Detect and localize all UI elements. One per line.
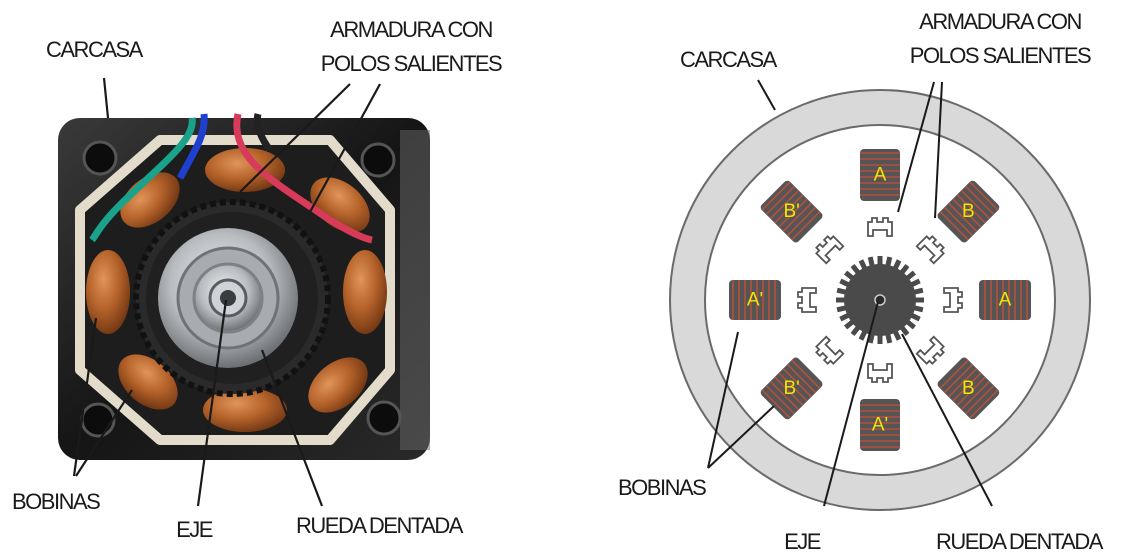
pole-shoe xyxy=(797,287,817,313)
diagram-label-eje: EJE xyxy=(784,529,821,554)
coil-upper-left: B' xyxy=(760,180,823,243)
coil-lower-right: B xyxy=(937,357,1000,420)
coil-label: B xyxy=(962,378,975,399)
diagram-shaft xyxy=(874,294,886,306)
coil-label: A xyxy=(999,290,1012,311)
rotor-tooth xyxy=(914,297,924,303)
rotor-tooth xyxy=(877,334,883,344)
screw-icon xyxy=(82,140,118,176)
coil-upper-right: B xyxy=(937,180,1000,243)
coil-label: A' xyxy=(747,290,763,311)
pole-shoe xyxy=(815,235,845,265)
coil-right: A xyxy=(979,280,1031,320)
photo-label-bobinas: BOBINAS xyxy=(12,489,101,514)
coil-bottom: A' xyxy=(860,399,900,451)
pole-shoe xyxy=(915,235,945,265)
coil-label: A xyxy=(874,165,887,186)
rotor-tooth xyxy=(877,256,883,266)
photo-label-armadura-line1: ARMADURA CON xyxy=(330,17,493,42)
coil-top: A xyxy=(860,149,900,201)
photo-shaft xyxy=(220,290,236,306)
pole-shoe xyxy=(943,287,963,313)
pole-shoe xyxy=(867,363,893,383)
photo-label-armadura-line2: POLOS SALIENTES xyxy=(320,51,503,76)
pole-shoe xyxy=(815,335,845,365)
screw-icon xyxy=(360,142,396,178)
coil-label: B' xyxy=(783,201,799,222)
coil-lower-left: B' xyxy=(760,357,823,420)
photo-label-rueda: RUEDA DENTADA xyxy=(296,513,463,538)
diagram-label-armadura-line1: ARMADURA CON xyxy=(919,9,1082,34)
diagram-label-armadura-line2: POLOS SALIENTES xyxy=(909,43,1092,68)
diagram-label-rueda: RUEDA DENTADA xyxy=(936,529,1103,554)
coil-label: B xyxy=(962,201,975,222)
photo-label-carcasa: CARCASA xyxy=(46,37,143,62)
pole-shoe xyxy=(915,335,945,365)
coil-left: A' xyxy=(729,280,781,320)
diagram-label-carcasa: CARCASA xyxy=(680,47,777,72)
diagram-label-bobinas: BOBINAS xyxy=(618,475,707,500)
screw-icon xyxy=(366,400,402,436)
rotor-tooth xyxy=(836,297,846,303)
pole-shoe xyxy=(867,217,893,237)
coil-label: A' xyxy=(872,415,888,436)
coil-label: B' xyxy=(783,378,799,399)
photo-label-eje: EJE xyxy=(176,517,213,542)
